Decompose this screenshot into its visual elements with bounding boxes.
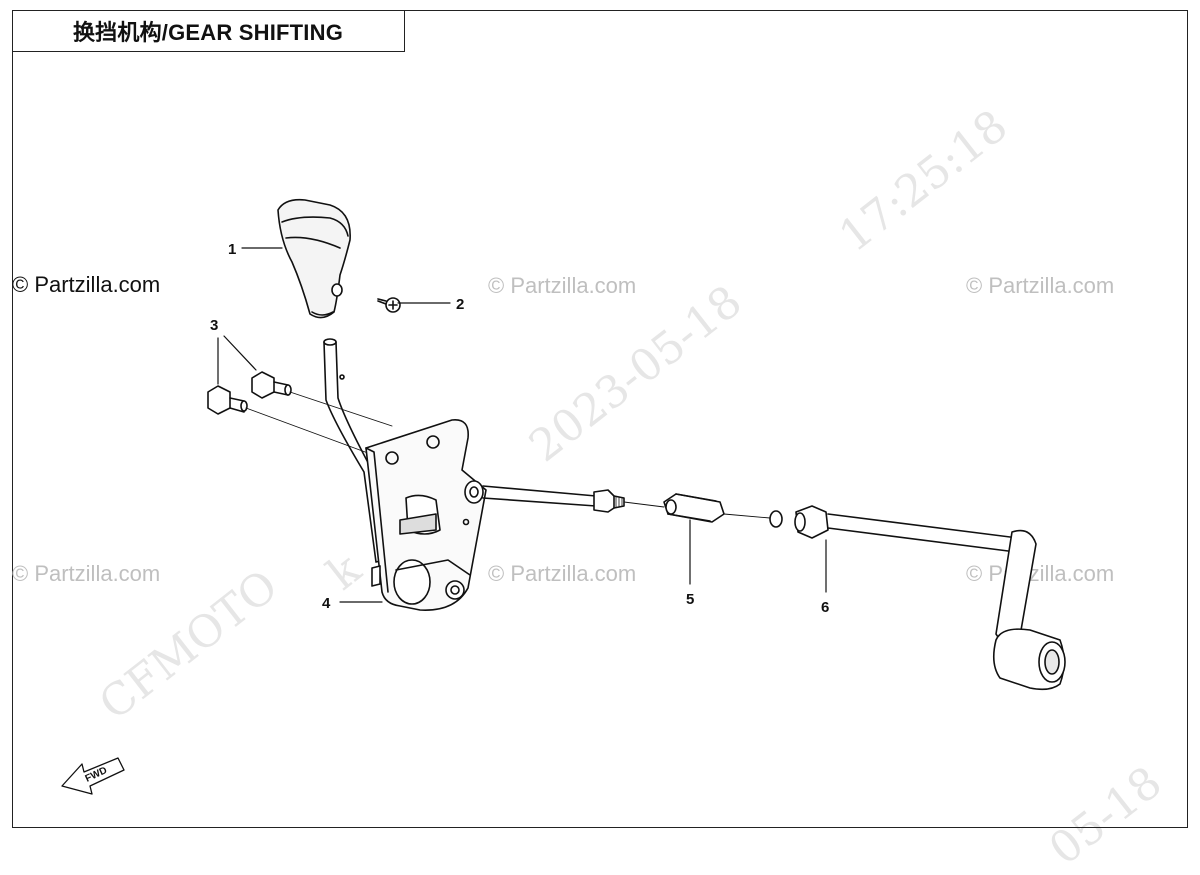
callout-6: 6 [821,599,829,616]
mount-bolt-upper[interactable] [251,371,292,399]
mount-bolt-lower[interactable] [207,385,248,415]
copyright-watermark: © Partzilla.com [12,561,161,586]
copyright-watermark-main: © Partzilla.com [12,272,161,297]
knob-screw[interactable] [377,297,401,313]
callout-5: 5 [686,591,694,608]
callout-2: 2 [456,296,464,313]
shift-rod-left [464,480,625,513]
fwd-arrow-icon [61,757,125,795]
copyright-watermark: © Partzilla.com [966,561,1115,586]
shifter-bracket[interactable] [365,419,487,611]
diagram-title: 换挡机构/GEAR SHIFTING [12,10,405,52]
copyright-watermark: © Partzilla.com [966,273,1115,298]
callout-3: 3 [210,317,218,334]
callout-1: 1 [228,241,236,258]
copyright-watermark: © Partzilla.com [488,561,637,586]
shift-rod-right[interactable] [794,505,1035,559]
transmission-shift-arm [992,529,1066,691]
leader-lines [217,247,827,603]
rod-washer [769,510,783,528]
shift-knob[interactable] [277,198,351,319]
shift-lever-shaft [323,338,385,563]
diagram-frame [12,10,1188,828]
rod-coupler[interactable] [663,493,725,523]
callout-4: 4 [322,595,331,612]
parts-diagram: 1 2 3 4 5 6 FWD [61,198,1066,795]
copyright-watermark: © Partzilla.com [488,273,637,298]
